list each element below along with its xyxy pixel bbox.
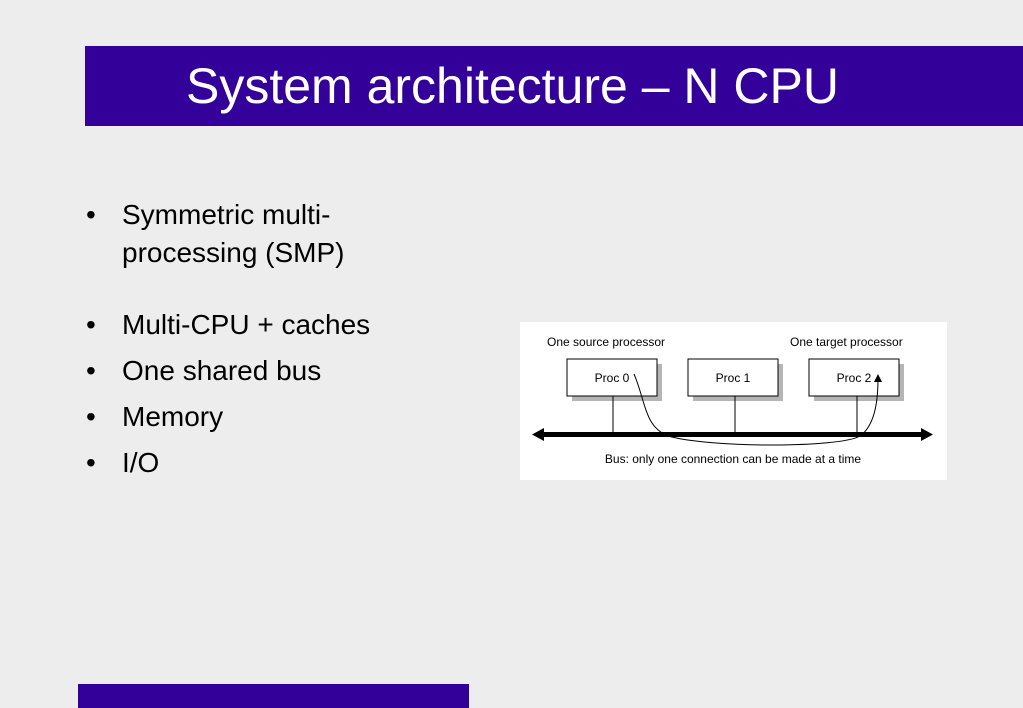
bullet-icon: •	[86, 447, 96, 478]
slide-title: System architecture – N CPU	[186, 58, 839, 114]
shared-bus	[542, 432, 927, 437]
proc-1-label: Proc 1	[716, 371, 751, 385]
bullet-item: • Multi-CPU + caches	[86, 306, 372, 344]
bullet-item: • One shared bus	[86, 352, 372, 390]
bullet-item: • I/O	[86, 444, 372, 482]
bullet-list: • Symmetric multi-processing (SMP) • Mul…	[86, 196, 372, 482]
bus-caption: Bus: only one connection can be made at …	[605, 452, 861, 466]
bus-right-arrow-icon	[921, 428, 933, 441]
title-bar: System architecture – N CPU	[85, 46, 1023, 126]
proc-2-box: Proc 2	[808, 358, 904, 401]
bullet-text: I/O	[122, 447, 160, 478]
proc-0-label: Proc 0	[595, 371, 630, 385]
bullet-text: Symmetric multi-processing (SMP)	[122, 199, 345, 268]
proc-2-label: Proc 2	[837, 371, 872, 385]
bullet-icon: •	[86, 401, 96, 432]
bullet-text: Multi-CPU + caches	[122, 309, 371, 340]
footer-bar	[78, 684, 469, 708]
bullet-item: • Memory	[86, 398, 372, 436]
source-processor-label: One source processor	[547, 335, 665, 349]
bullet-icon: •	[86, 199, 96, 230]
diagram-canvas: One source processor One target processo…	[532, 335, 933, 466]
bullet-text: Memory	[122, 401, 224, 432]
bullet-text: One shared bus	[122, 355, 322, 386]
bus-left-arrow-icon	[532, 428, 544, 441]
proc-0-box: Proc 0	[566, 358, 662, 401]
proc-1-box: Proc 1	[687, 358, 783, 401]
target-processor-label: One target processor	[790, 335, 903, 349]
connection-path	[633, 373, 882, 446]
smp-bus-diagram: One source processor One target processo…	[520, 322, 947, 480]
bullet-icon: •	[86, 355, 96, 386]
bullet-icon: •	[86, 309, 96, 340]
bullet-item: • Symmetric multi-processing (SMP)	[86, 196, 372, 272]
